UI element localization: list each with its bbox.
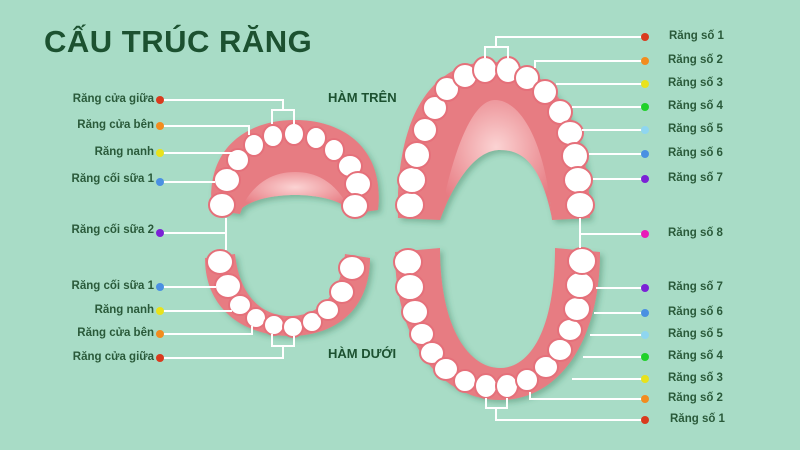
adult-lower-label-4: Răng số 4 <box>668 350 723 362</box>
adult-upper-label-3: Răng số 3 <box>668 77 723 89</box>
page-title: CẤU TRÚC RĂNG <box>44 24 313 59</box>
baby-lower-teeth <box>206 249 366 338</box>
adult-lower-label-2: Răng số 2 <box>668 392 723 404</box>
adult-lower-label-5: Răng số 5 <box>668 328 723 340</box>
adult-upper-label-7: Răng số 7 <box>668 172 723 184</box>
baby-lower-label-2: Răng nanh <box>94 304 154 316</box>
baby-lower-label-3: Răng cửa bên <box>77 327 154 339</box>
upper-jaw-label: HÀM TRÊN <box>328 90 397 105</box>
adult-lower-label-3: Răng số 3 <box>668 372 723 384</box>
lower-jaw-label: HÀM DƯỚI <box>328 346 397 361</box>
adult-upper-label-8: Răng số 8 <box>668 227 723 239</box>
baby-upper-label-3: Răng nanh <box>94 146 154 158</box>
adult-lower-teeth <box>393 247 597 399</box>
baby-lower-label-4: Răng cửa giữa <box>72 351 154 363</box>
adult-upper-label-5: Răng số 5 <box>668 123 723 135</box>
baby-leader-lines <box>160 99 295 359</box>
adult-upper-label-2: Răng số 2 <box>668 54 723 66</box>
adult-lower-label-7: Răng số 7 <box>668 281 723 293</box>
baby-upper-teeth <box>208 122 372 219</box>
adult-lower-label-1: Răng số 1 <box>670 413 725 425</box>
baby-lower-label-1: Răng cối sữa 1 <box>71 280 154 292</box>
baby-upper-label-1: Răng cửa giữa <box>72 93 154 105</box>
adult-leader-lines <box>484 36 645 421</box>
adult-dots <box>641 33 649 424</box>
adult-lower-label-6: Răng số 6 <box>668 306 723 318</box>
adult-upper-label-4: Răng số 4 <box>668 100 723 112</box>
baby-upper-label-2: Răng cửa bên <box>77 119 154 131</box>
baby-upper-label-5: Răng cối sữa 2 <box>71 224 154 236</box>
adult-upper-label-1: Răng số 1 <box>669 30 724 42</box>
baby-dots <box>156 96 164 362</box>
adult-upper-label-6: Răng số 6 <box>668 147 723 159</box>
baby-upper-label-4: Răng cối sữa 1 <box>71 173 154 185</box>
